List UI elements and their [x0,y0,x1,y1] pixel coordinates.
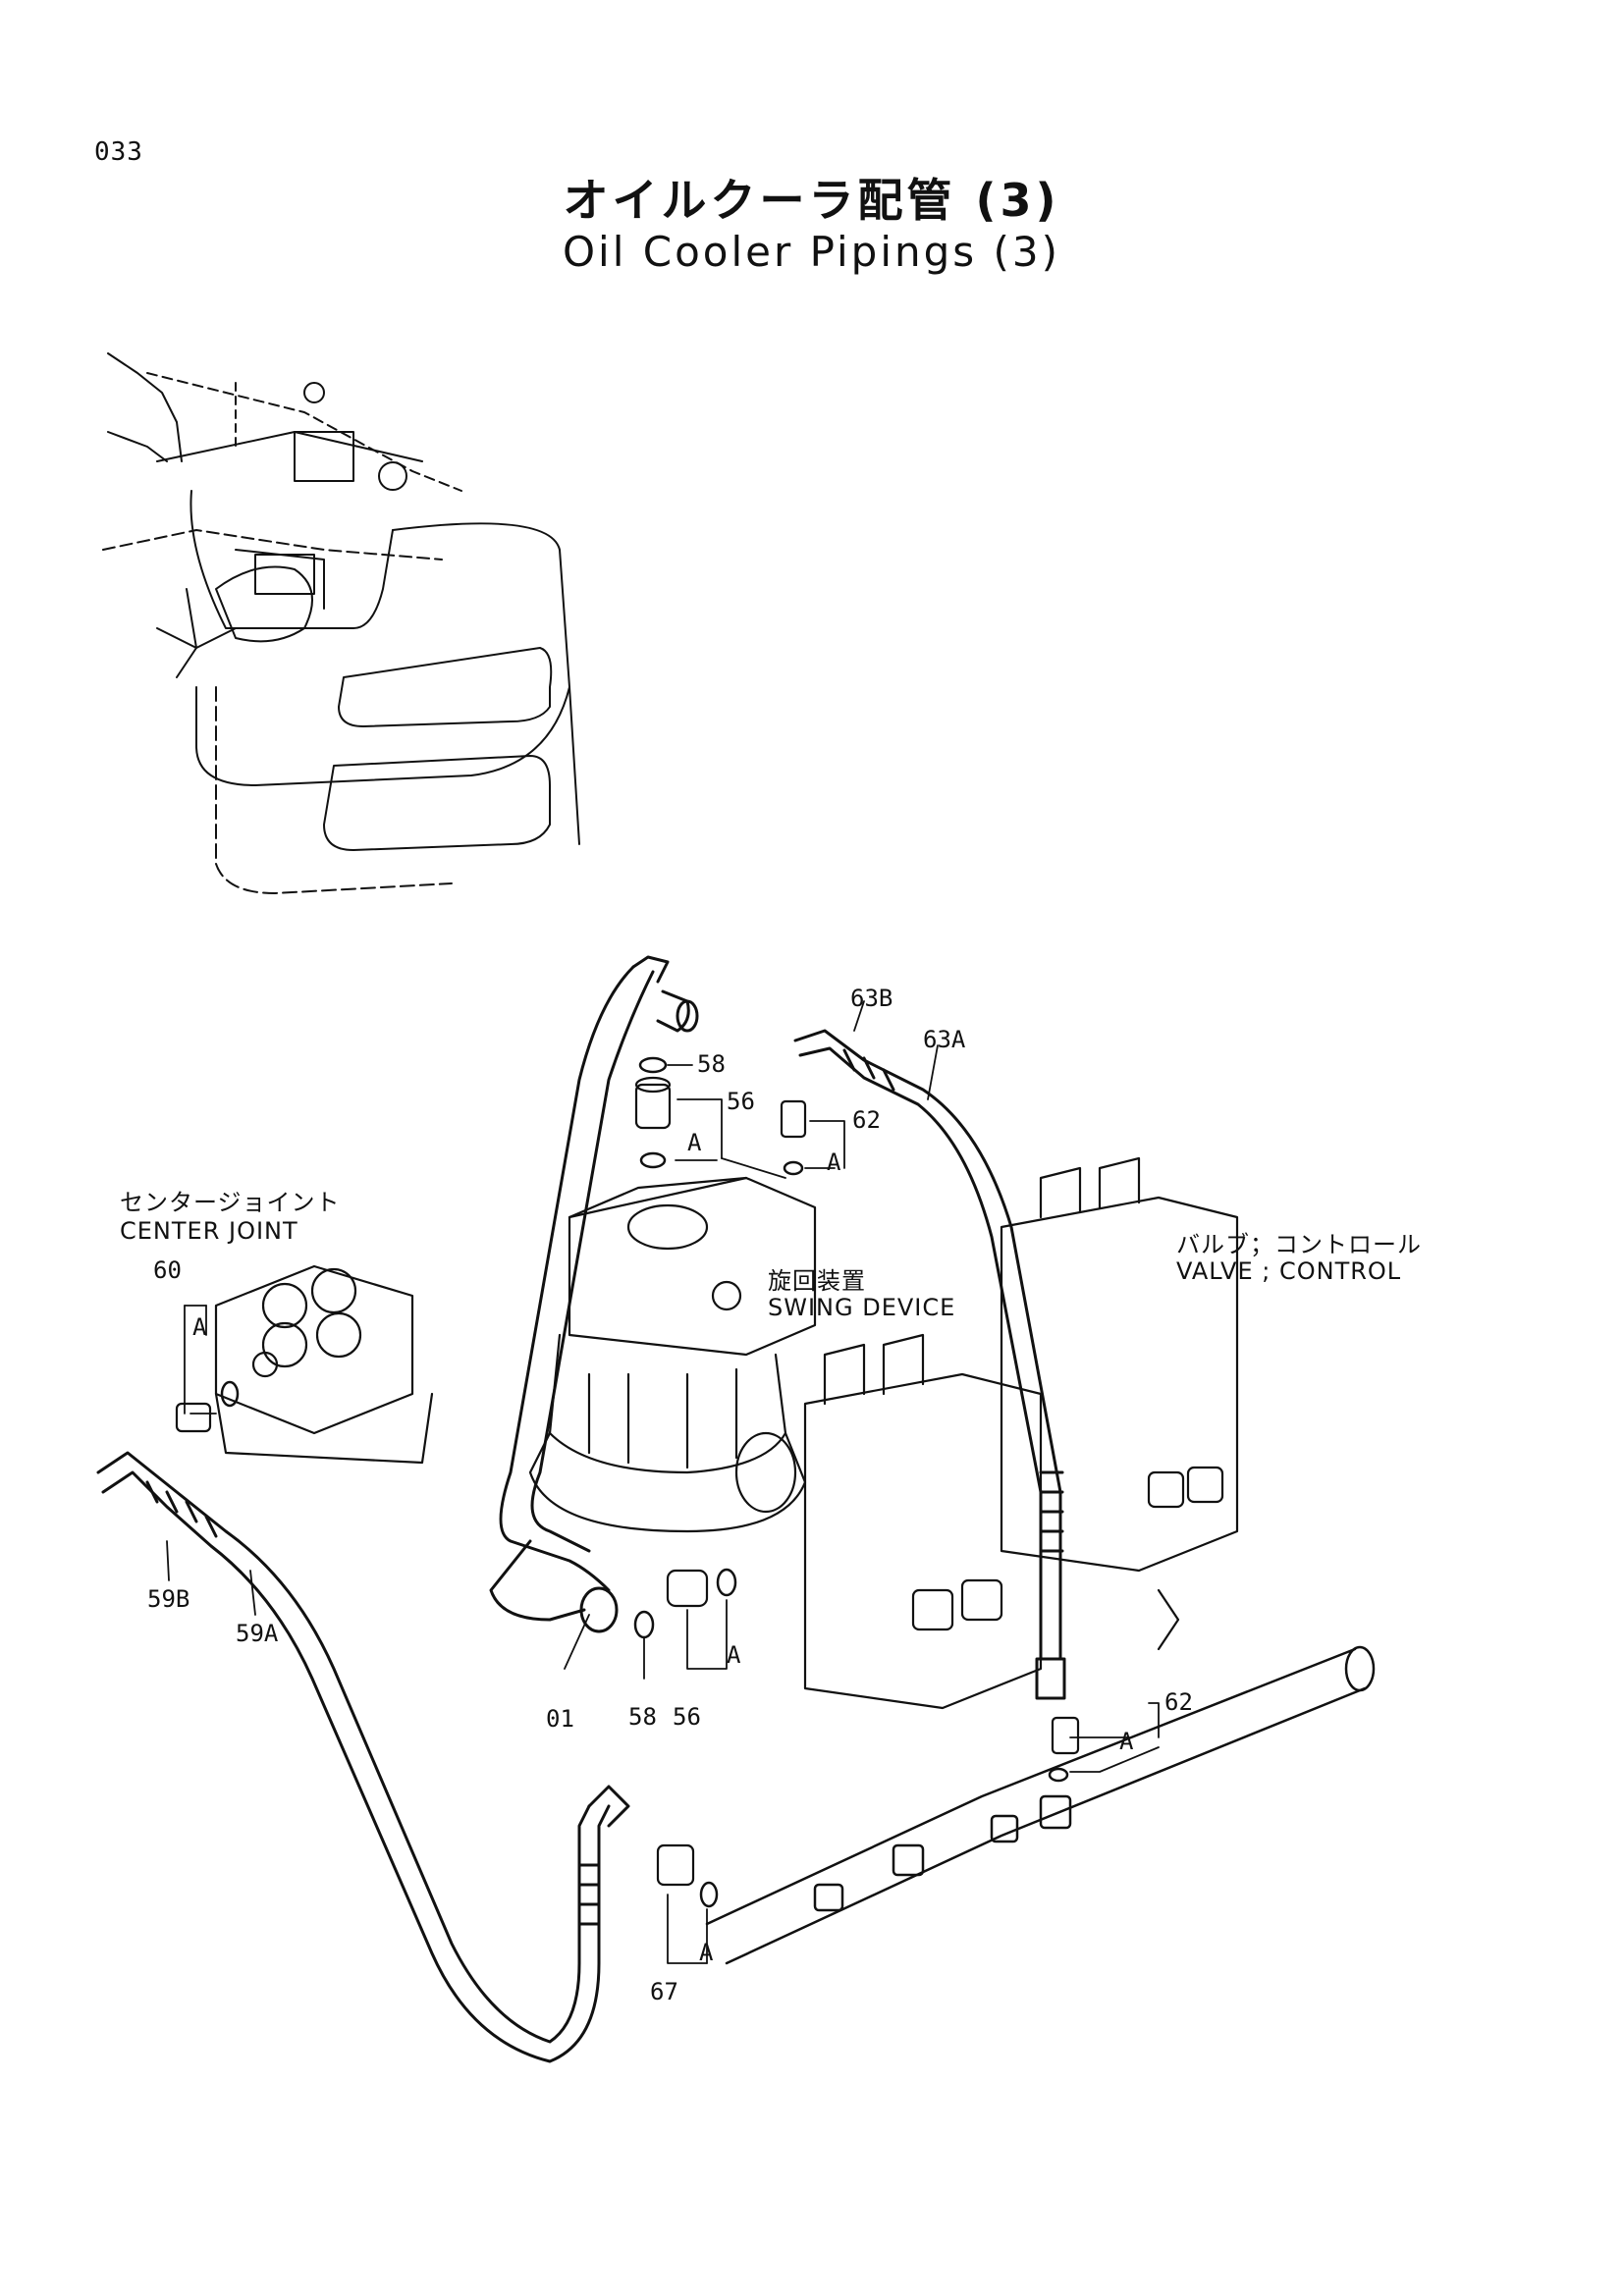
part-59b: 59B [147,1585,190,1613]
swing-device-label-en: SWING DEVICE [768,1294,956,1321]
control-valve-label-ja: バルブ；コントロール [1176,1231,1422,1258]
fitting-62-upper [780,1099,807,1139]
hose-59-center-joint [96,1451,630,2063]
oil-cooler-pipe-illustration [705,1645,1376,1965]
swing-device-illustration [528,1176,817,1533]
control-valve-label-en: VALVE ; CONTROL [1176,1257,1402,1285]
oring-62-lower [1048,1767,1069,1783]
control-valve-illustration [734,1156,1239,1710]
page-number: 033 [94,137,143,167]
center-joint-illustration [214,1264,434,1465]
hose-63-control-valve [793,1029,1066,1700]
fitting-60 [175,1402,212,1433]
part-58-upper: 58 [697,1050,726,1078]
part-56-upper: 56 [727,1088,755,1115]
part-60: 60 [153,1256,182,1284]
part-62-lower: 62 [1164,1688,1193,1716]
part-62-upper: 62 [852,1106,881,1134]
part-59a: 59A [236,1620,279,1647]
oring-58-lower [633,1610,655,1639]
part-67: 67 [650,1978,678,2005]
fitting-67 [656,1843,695,1887]
group-mark-a-center-joint: A [192,1313,207,1341]
group-mark-a-valve-lower: A [1119,1728,1134,1755]
oring-56-lower [716,1568,737,1597]
oring-60 [220,1380,240,1408]
oring-56-upper [639,1151,667,1169]
group-mark-a-swing-lower: A [727,1641,741,1669]
fitting-62-lower [1051,1716,1080,1755]
fitting-56-lower [666,1569,709,1608]
part-56-lower: 56 [673,1703,701,1731]
group-mark-a-valve-upper: A [827,1148,841,1176]
center-joint-label-en: CENTER JOINT [120,1217,298,1245]
swing-device-label-ja: 旋回装置 [768,1267,866,1295]
page-title-english: Oil Cooler Pipings (3) [563,228,1060,276]
oring-67 [699,1881,719,1908]
part-01: 01 [546,1705,574,1733]
leader-lines [166,1000,1160,1964]
hose-01-swing-device [489,955,699,1633]
group-mark-a-swing-upper: A [687,1129,702,1156]
group-mark-a-cooler-pipe: A [699,1939,714,1966]
oring-62-upper [783,1160,804,1176]
machine-overview-illustration [102,352,580,894]
center-joint-label-ja: センタージョイント [120,1189,341,1216]
oring-58-upper [638,1056,668,1074]
part-63b: 63B [850,985,893,1012]
page-title-japanese: オイルクーラ配管 (3) [563,174,1060,227]
part-58-lower: 58 [628,1703,657,1731]
part-63a: 63A [923,1026,966,1053]
fitting-56-upper [634,1076,672,1130]
